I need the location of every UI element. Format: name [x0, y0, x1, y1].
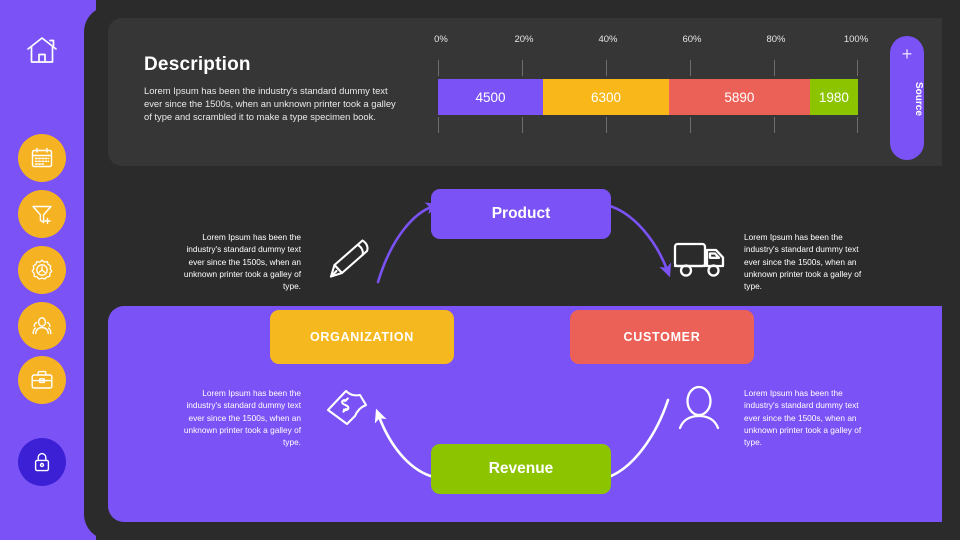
node-revenue-label: Revenue: [488, 460, 554, 477]
person-icon: [676, 384, 722, 437]
blurb-bottom-right: Lorem Ipsum has been the industry's stan…: [744, 388, 862, 448]
bar-segment[interactable]: 4500: [438, 79, 543, 115]
sidebar-item-settings[interactable]: [18, 246, 66, 294]
node-organization-label: ORGANIZATION: [310, 330, 414, 344]
lock-icon: [29, 449, 55, 475]
source-tab[interactable]: + Source: [890, 36, 924, 160]
axis-tick-label: 0%: [434, 34, 448, 45]
axis-tick-label: 100%: [843, 34, 869, 45]
description-title: Description: [144, 54, 251, 75]
sidebar: [0, 0, 96, 540]
sidebar-item-filter[interactable]: [18, 190, 66, 238]
plus-icon: +: [901, 44, 913, 64]
users-group-icon: [29, 313, 55, 339]
pencil-icon: [322, 236, 374, 287]
settings-gear-icon: [29, 257, 55, 283]
node-customer-label: CUSTOMER: [623, 330, 701, 344]
node-revenue[interactable]: Revenue: [431, 444, 611, 494]
axis-tick-label: 60%: [682, 34, 702, 45]
bar-segment[interactable]: 5890: [669, 79, 810, 115]
axis-tick-label: 40%: [598, 34, 618, 45]
description-body: Lorem Ipsum has been the industry's stan…: [144, 85, 396, 123]
node-organization[interactable]: ORGANIZATION: [270, 310, 454, 364]
sidebar-item-portfolio[interactable]: [18, 356, 66, 404]
stacked-bar: 4500 6300 5890 1980: [438, 79, 858, 115]
axis-tick-label: 80%: [766, 34, 786, 45]
stacked-bar-chart: 0% 20% 40% 60% 80% 100% 4500 6300 5890 1…: [430, 34, 869, 144]
briefcase-icon: [29, 367, 55, 393]
blurb-top-left: Lorem Ipsum has been the industry's stan…: [183, 232, 301, 292]
home-icon[interactable]: [22, 30, 62, 70]
node-product[interactable]: Product: [431, 189, 611, 239]
money-bill-icon: [322, 386, 372, 435]
blurb-bottom-left: Lorem Ipsum has been the industry's stan…: [183, 388, 301, 448]
filter-add-icon: [29, 201, 55, 227]
bar-segment[interactable]: 1980: [809, 79, 858, 115]
node-product-label: Product: [491, 205, 551, 222]
delivery-truck-icon: [672, 238, 728, 285]
sidebar-item-team[interactable]: [18, 302, 66, 350]
sidebar-item-security[interactable]: [18, 438, 66, 486]
calendar-icon: [29, 145, 55, 171]
source-tab-label: Source: [913, 82, 924, 116]
axis-tick-label: 20%: [514, 34, 534, 45]
sidebar-item-calendar[interactable]: [18, 134, 66, 182]
node-customer[interactable]: CUSTOMER: [570, 310, 754, 364]
bar-segment[interactable]: 6300: [543, 79, 669, 115]
blurb-top-right: Lorem Ipsum has been the industry's stan…: [744, 232, 862, 292]
